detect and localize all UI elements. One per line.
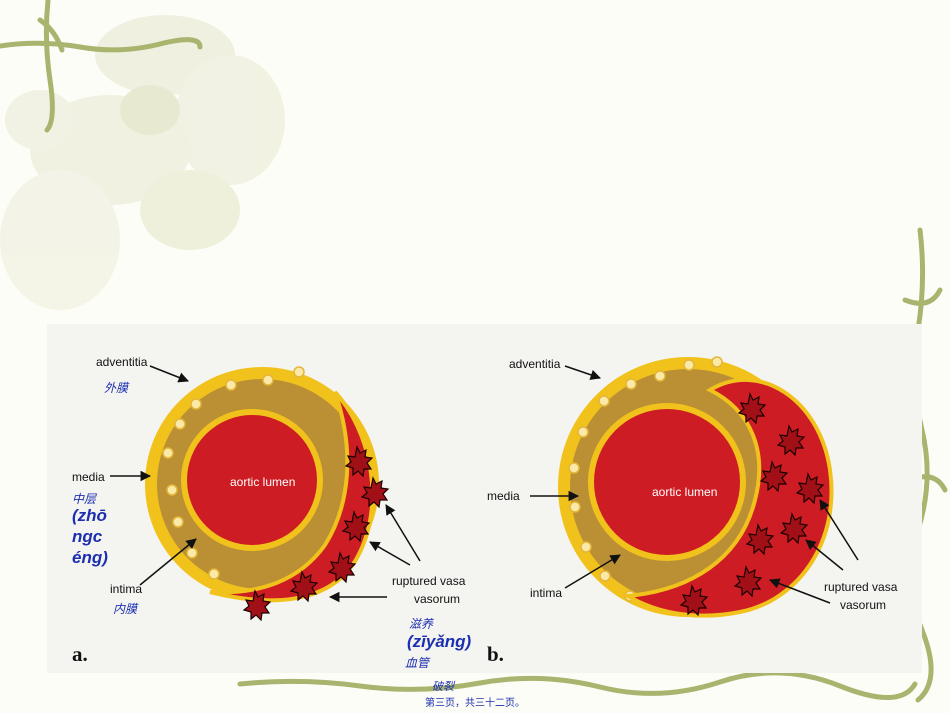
label-lumen-a: aortic lumen — [230, 475, 296, 489]
flower-watermark — [0, 15, 285, 310]
true-lumen-a — [181, 409, 323, 551]
page-count-text: 第三页，共三十二页。 — [425, 698, 525, 709]
label-intima-cn-a: 内膜 — [113, 602, 138, 616]
label-ruptured-b-2: vasorum — [840, 598, 887, 612]
label-intima-a: intima — [110, 582, 143, 596]
pointer-arrows-b — [530, 365, 859, 604]
label-adventitia-cn-a: 外膜 — [104, 381, 129, 395]
panel-letter-b: b. — [487, 642, 504, 666]
rupture-stars-a — [242, 445, 390, 622]
panel-letter-a: a. — [72, 642, 88, 666]
label-media-cn-a: 中层 — [72, 492, 97, 506]
label-ruptured-a-1: ruptured vasa — [392, 574, 466, 588]
true-lumen-b — [588, 403, 746, 561]
aorta-cross-section-b — [530, 356, 859, 618]
pointer-arrows-a — [110, 365, 421, 603]
vasa-vasorum-dots-a — [162, 366, 305, 580]
false-lumen-b — [621, 378, 834, 618]
label-ruptured-cn-a-1: 滋养 — [409, 617, 434, 631]
label-lumen-b: aortic lumen — [652, 485, 718, 499]
label-intima-b: intima — [530, 586, 563, 600]
label-media-a: media — [72, 470, 105, 484]
label-ruptured-a-2: vasorum — [414, 592, 461, 606]
aorta-cross-section-a — [110, 365, 421, 622]
label-adventitia-b: adventitia — [509, 357, 561, 371]
label-ruptured-cn-a-2: 血管 — [405, 656, 430, 670]
label-ruptured-pinyin-a: (zīyǎng) — [407, 632, 472, 651]
vasa-vasorum-dots-b — [568, 356, 723, 602]
label-media-b: media — [487, 489, 520, 503]
rupture-stars-b — [679, 392, 825, 617]
label-ruptured-cn-a-3: 破裂 — [432, 681, 454, 693]
label-media-pinyin-a: (zhō ngc éng) — [72, 506, 108, 567]
page-footer: 第三页，共三十二页。 — [0, 694, 950, 709]
label-ruptured-b-1: ruptured vasa — [824, 580, 898, 594]
label-adventitia-a: adventitia — [96, 355, 148, 369]
